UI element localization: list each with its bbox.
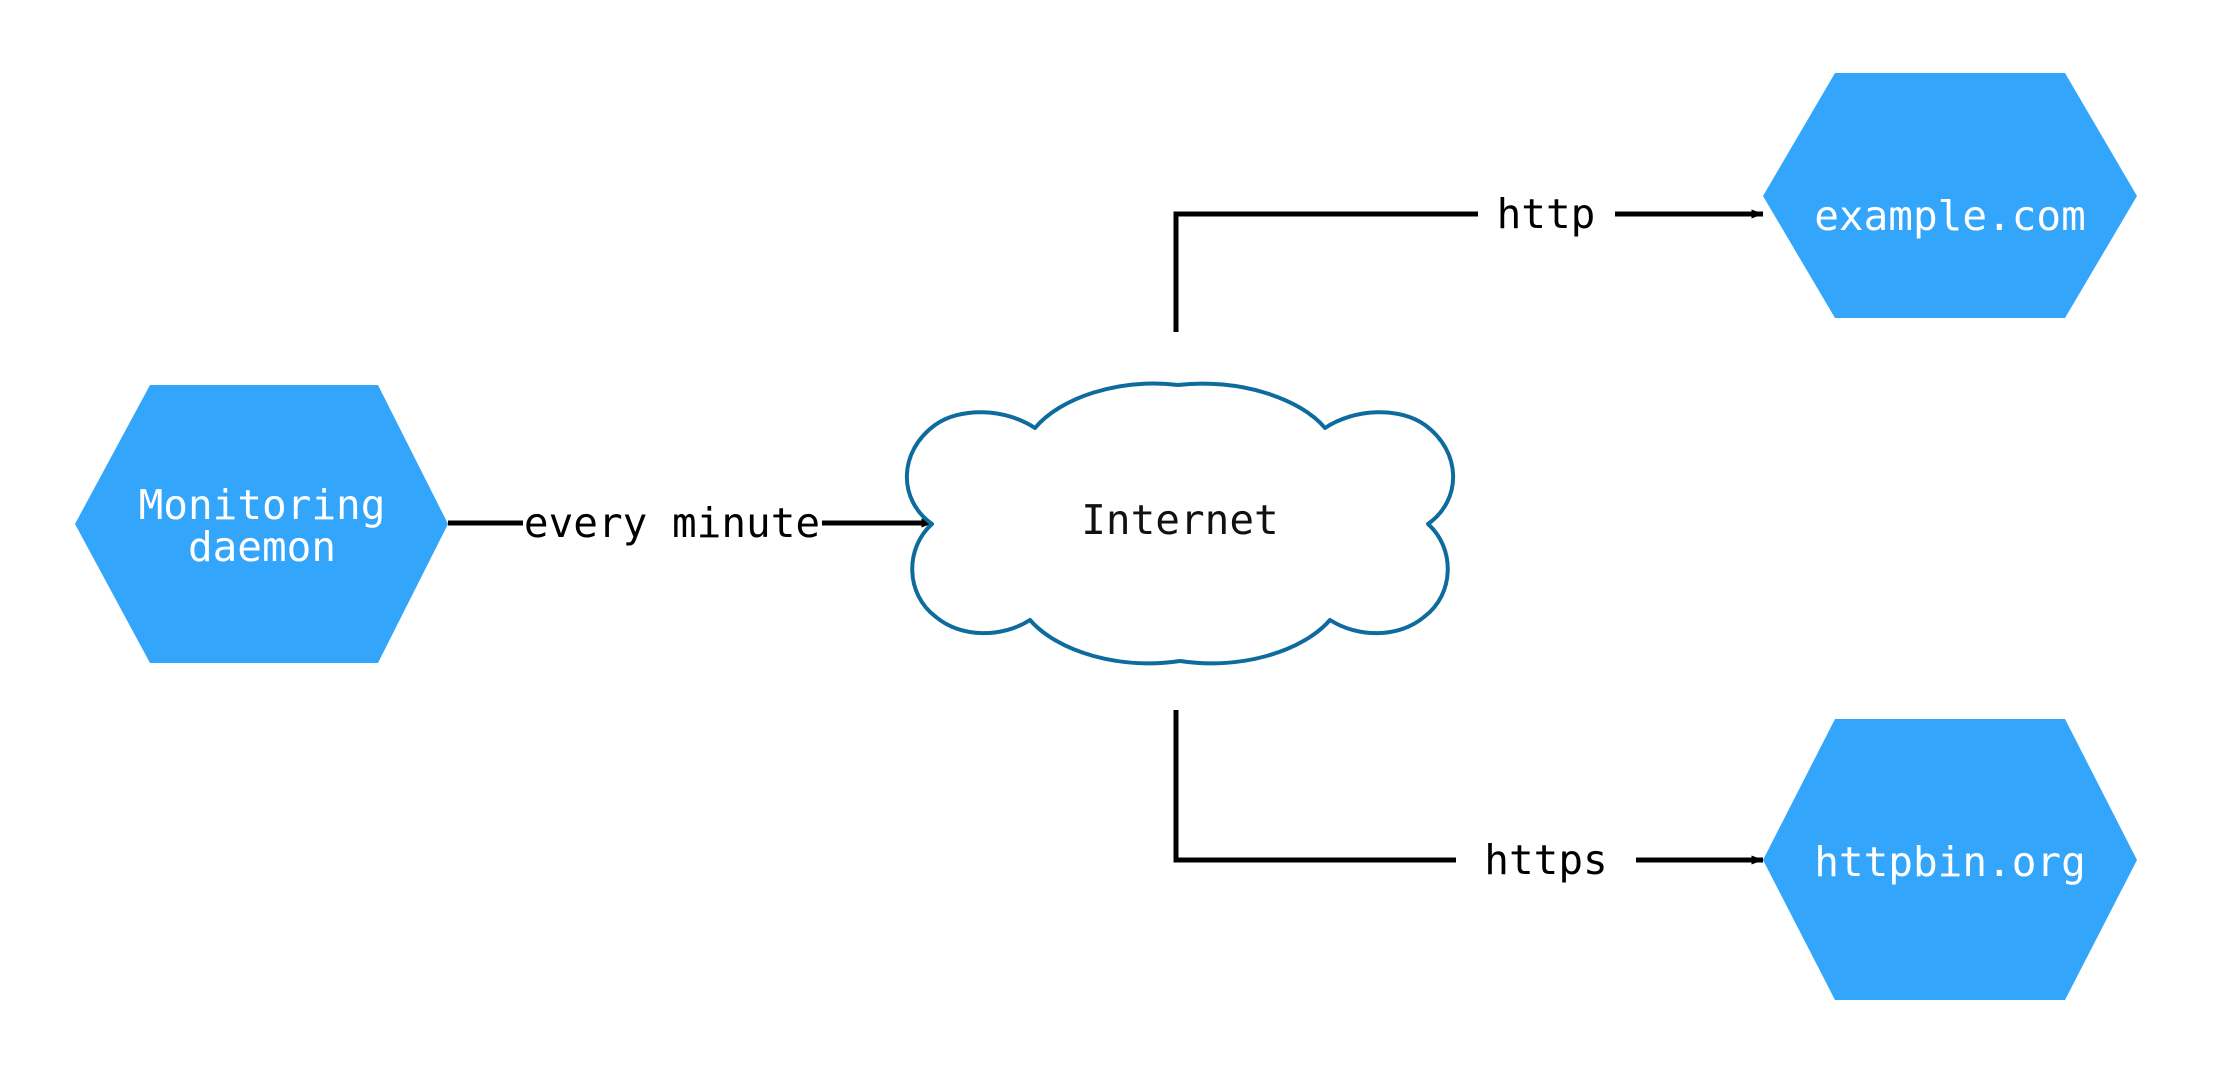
httpbin-org-hexagon-shape[interactable] — [1763, 719, 2137, 1000]
node-monitoring-daemon[interactable]: Monitoring daemon — [75, 385, 448, 663]
edge-label-http: http — [1497, 190, 1596, 238]
node-example-com[interactable]: example.com — [1763, 73, 2137, 318]
edge-internet-to-httpbin-elbow — [1173, 710, 1456, 863]
monitoring-daemon-label-line1: Monitoring — [139, 481, 386, 529]
example-com-hexagon-shape[interactable] — [1763, 73, 2137, 318]
monitoring-daemon-hexagon-shape[interactable] — [75, 385, 448, 663]
edge-internet-to-example-elbow — [1173, 211, 1478, 332]
edge-label-every-minute: every minute — [524, 499, 820, 547]
node-internet[interactable]: Internet — [904, 381, 1456, 666]
edge-daemon-to-internet: every minute — [448, 499, 934, 547]
monitoring-daemon-label-line2: daemon — [188, 523, 336, 571]
example-com-label: example.com — [1814, 192, 2086, 240]
edge-label-https: https — [1484, 836, 1607, 884]
internet-label: Internet — [1081, 496, 1278, 544]
edge-internet-to-example: http — [1173, 190, 1764, 332]
node-httpbin-org[interactable]: httpbin.org — [1763, 719, 2137, 1000]
httpbin-org-label: httpbin.org — [1814, 838, 2086, 886]
internet-cloud-shape[interactable] — [904, 381, 1456, 666]
edge-internet-to-httpbin: https — [1173, 710, 1764, 884]
